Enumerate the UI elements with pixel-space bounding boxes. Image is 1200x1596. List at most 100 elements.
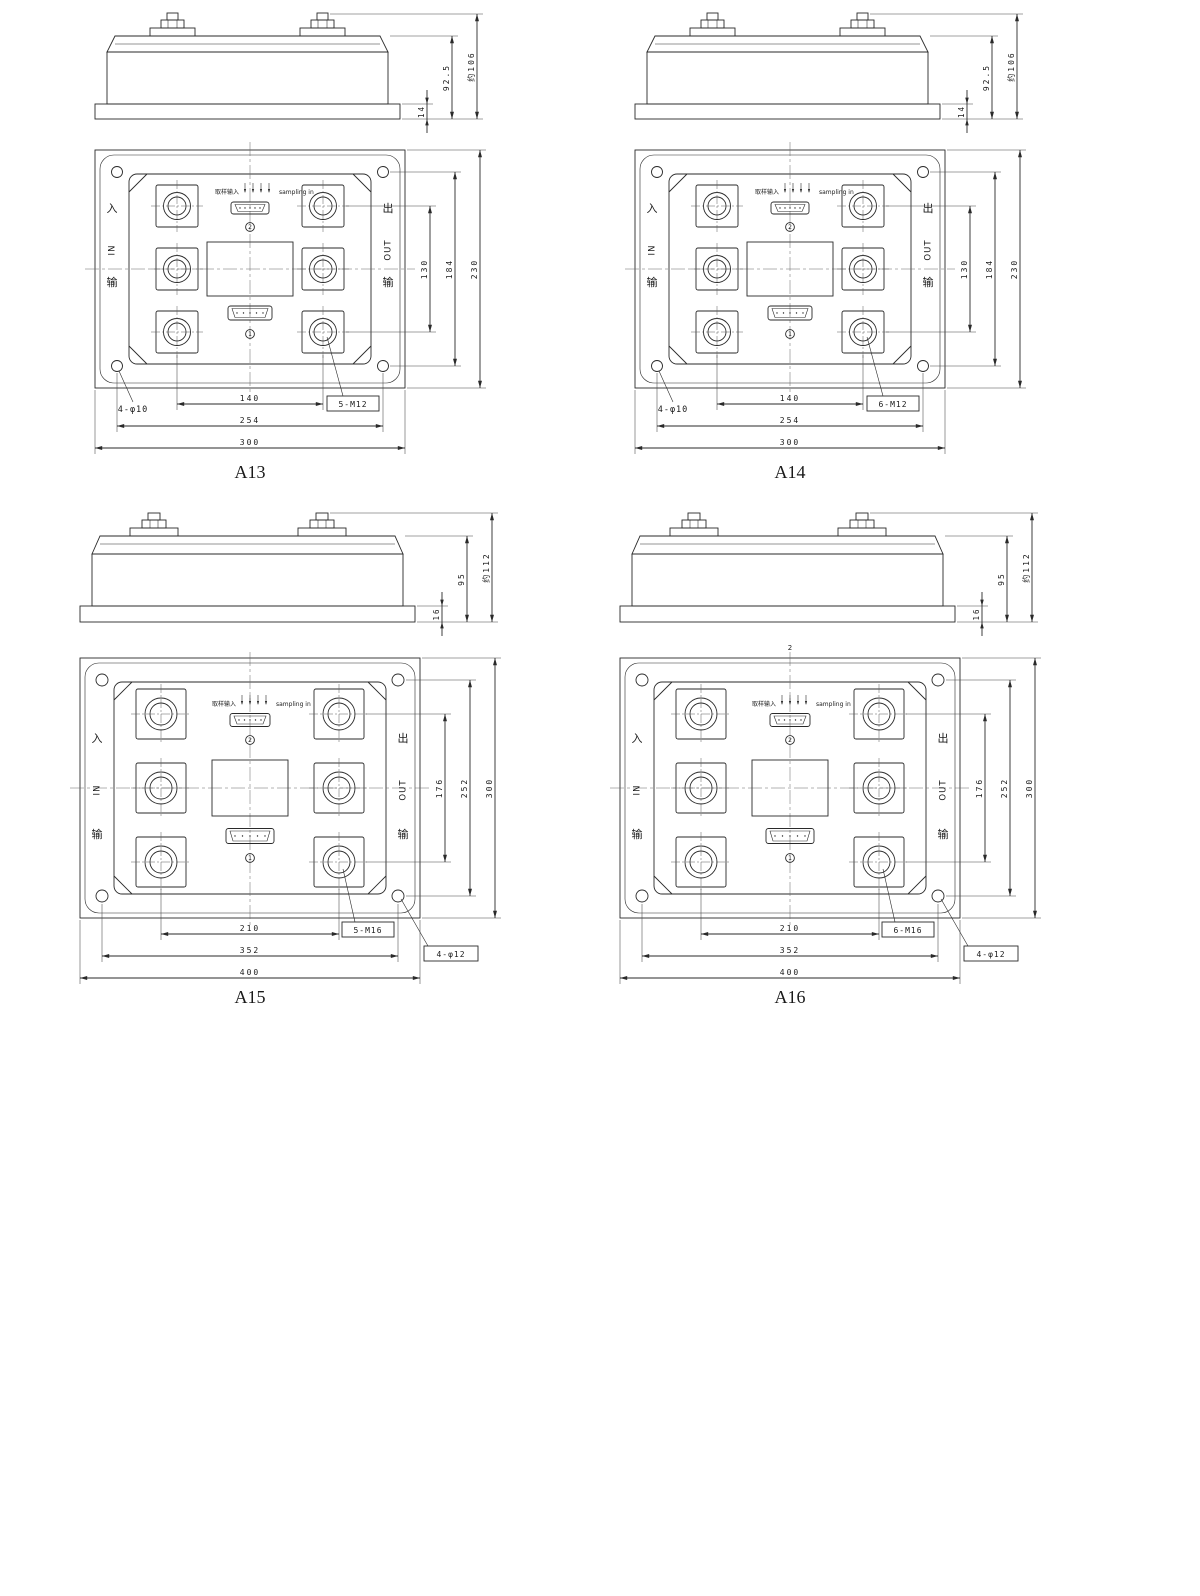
mounting-hole (95, 673, 109, 687)
dim-arrow (177, 402, 185, 406)
terminal (309, 758, 369, 818)
dsub-connector (225, 828, 275, 844)
circled-number-text: 2 (248, 737, 252, 744)
figure-caption: A13 (235, 462, 266, 482)
label-out-cn: 出 (398, 731, 409, 745)
dim-arrow (251, 189, 255, 193)
dim-arrow (1005, 536, 1009, 544)
callout-terminals: 5-M12 (338, 400, 367, 409)
callout-box (963, 945, 1019, 962)
dim-label: 230 (1010, 259, 1019, 279)
dim-arrow (478, 150, 482, 158)
terminal (837, 306, 889, 358)
dim-label: 14 (417, 105, 426, 118)
baseplate (79, 605, 416, 623)
cover (91, 535, 404, 555)
dsub-connector (229, 713, 271, 727)
mounting-hole (95, 889, 109, 903)
callout-box (423, 945, 479, 962)
terminal (849, 684, 909, 744)
dim-arrow (493, 658, 497, 666)
terminal (309, 684, 369, 744)
terminal (309, 832, 369, 892)
label-shu-cn: 输 (647, 275, 658, 289)
circled-number: 1 (785, 329, 795, 339)
dim-arrow (796, 701, 800, 705)
baseplate (634, 103, 941, 120)
circled-number-text: 2 (248, 224, 252, 231)
circled-number-text: 1 (788, 331, 792, 338)
terminal (151, 306, 203, 358)
dim-label: 210 (240, 924, 260, 933)
dim-arrow (1018, 380, 1022, 388)
label-out-cn: 出 (383, 201, 394, 215)
sampling-label-cn: 取样输入 (212, 700, 236, 708)
dim-arrow (259, 189, 263, 193)
label-out-cn: 出 (923, 201, 934, 215)
dim-arrow (642, 954, 650, 958)
label-in-cn: 入 (92, 732, 103, 745)
mounting-hole (635, 889, 649, 903)
dim-label: 92.5 (442, 64, 451, 91)
dsub-connector (230, 201, 270, 215)
figure-caption: A16 (775, 987, 806, 1007)
dim-label: 16 (972, 607, 981, 620)
dim-label: 252 (1000, 778, 1009, 798)
sampling-label-en: sampling in (276, 701, 311, 708)
label-shu-cn: 输 (383, 275, 394, 289)
mounting-hole (111, 166, 123, 178)
dim-arrow (783, 189, 787, 193)
terminal (131, 758, 191, 818)
dim-arrow (450, 36, 454, 44)
dim-arrow (1015, 111, 1019, 119)
dim-arrow (331, 932, 339, 936)
label-out-en: OUT (384, 239, 394, 260)
dim-arrow (428, 206, 432, 214)
terminal (297, 306, 349, 358)
dim-arrow (804, 701, 808, 705)
terminal (691, 306, 743, 358)
mounting-hole (931, 889, 945, 903)
dim-arrow (1008, 888, 1012, 896)
dim-arrow (965, 97, 969, 104)
callout-terminals: 6-M16 (893, 926, 922, 935)
sampling-label-cn: 取样输入 (215, 188, 239, 196)
terminal (691, 180, 743, 232)
circled-number: 2 (785, 222, 795, 232)
circled-number: 2 (785, 735, 795, 745)
dim-label: 176 (435, 778, 444, 798)
mounting-hole (917, 360, 929, 372)
dim-label: 约106 (466, 51, 476, 81)
dim-arrow (788, 701, 792, 705)
dim-arrow (453, 358, 457, 366)
dim-arrow (161, 932, 169, 936)
dim-arrow (440, 622, 444, 629)
module-body (91, 553, 404, 607)
mounting-hole (635, 673, 649, 687)
dim-arrow (450, 111, 454, 119)
nameplate (751, 759, 829, 817)
dim-label: 400 (780, 968, 800, 977)
dim-arrow (264, 701, 268, 705)
circled-number-text: 1 (248, 331, 252, 338)
dim-label: 130 (420, 259, 429, 279)
terminal-bolt (689, 12, 736, 37)
callout-box (866, 395, 920, 412)
dim-arrow (1015, 14, 1019, 22)
dim-label: 130 (960, 259, 969, 279)
terminal (849, 758, 909, 818)
mounting-hole (391, 673, 405, 687)
dim-arrow (1008, 680, 1012, 688)
terminal-bolt (149, 12, 196, 37)
dim-arrow (1033, 658, 1037, 666)
dim-label: 95 (997, 572, 1006, 586)
dim-arrow (657, 424, 665, 428)
baseplate (94, 103, 401, 120)
dim-arrow (993, 172, 997, 180)
sampling-label-cn: 取样输入 (755, 188, 779, 196)
